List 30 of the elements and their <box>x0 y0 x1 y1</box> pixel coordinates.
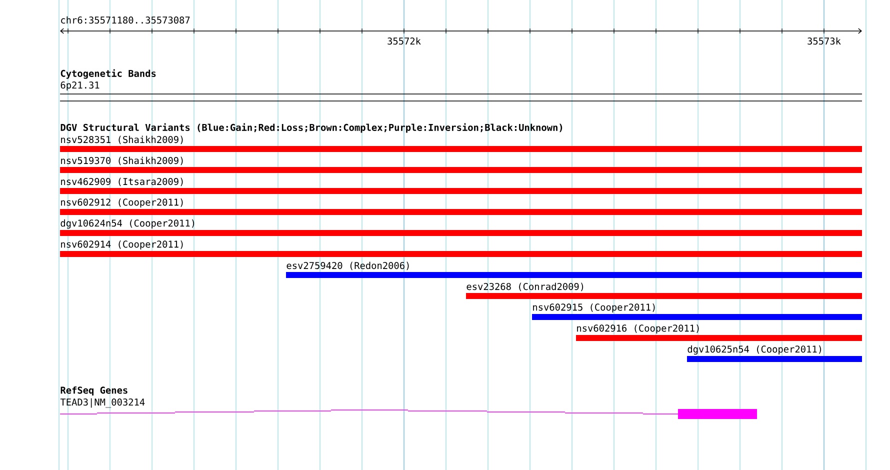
track-title: DGV Structural Variants (Blue:Gain;Red:Loss;Brown:Complex;Purple:Inversion;Black:Unknown) <box>60 123 562 133</box>
variant-bar <box>532 314 862 320</box>
tick-label: 35573k <box>808 37 841 45</box>
variant-bar <box>60 209 862 215</box>
variant-bar <box>60 188 862 194</box>
variant-label: dgv10624n54 (Cooper2011) <box>60 219 194 229</box>
gene-label: TEAD3|NM_003214 <box>60 398 145 408</box>
variant-bar <box>466 293 862 299</box>
track-title: Cytogenetic Bands <box>60 69 156 79</box>
variant-label: nsv519370 (Shaikh2009) <box>61 156 183 166</box>
variant-bar <box>687 356 862 362</box>
variant-bar <box>286 272 862 278</box>
band-label: 6p21.31 <box>60 82 100 90</box>
variant-bar <box>60 230 862 236</box>
variant-bar <box>60 251 862 257</box>
variant-label: nsv528351 (Shaikh2009) <box>61 136 183 144</box>
variant-label: nsv602912 (Cooper2011) <box>61 198 183 208</box>
variant-label: esv23268 (Conrad2009) <box>466 282 584 292</box>
variant-bar <box>60 146 862 152</box>
variant-label: dgv10625n54 (Cooper2011) <box>688 345 822 355</box>
variant-label: nsv602916 (Cooper2011) <box>577 324 699 334</box>
variant-label: esv2759420 (Redon2006) <box>286 262 409 270</box>
variant-bar <box>60 167 862 173</box>
variant-label: nsv602914 (Cooper2011) <box>61 240 183 250</box>
tick-label: 35572k <box>388 37 421 45</box>
variant-label: nsv462909 (Itsara2009) <box>61 178 183 186</box>
variant-bar <box>576 335 862 341</box>
coordinate-range: chr6:35571180..35573087 <box>61 16 190 24</box>
variant-label: nsv602915 (Cooper2011) <box>533 303 655 313</box>
gene-model-drawing <box>60 409 757 419</box>
